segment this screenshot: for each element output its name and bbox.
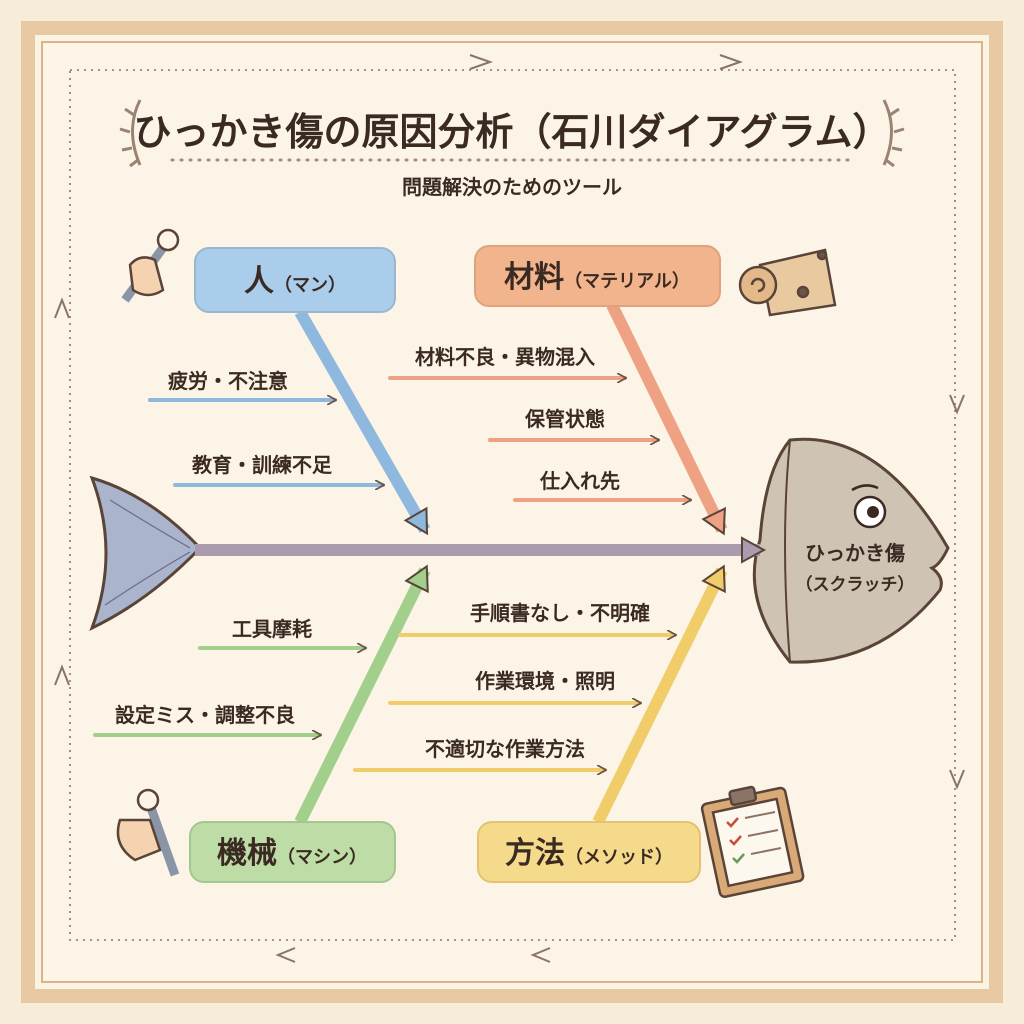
wrench-hand-icon	[121, 228, 180, 303]
category-material-label: 材料	[504, 260, 564, 295]
laurel-right-icon	[882, 99, 905, 168]
cause-material-supplier: 仕入れ先	[539, 469, 620, 493]
cause-material-storage: 保管状態	[524, 407, 605, 431]
svg-text:方法（メソッド）: 方法（メソッド）	[505, 836, 673, 871]
cause-machine-tool-wear: 工具摩耗	[232, 617, 312, 641]
svg-text:人（マン）: 人（マン）	[244, 264, 346, 299]
wrench-machine-icon	[116, 788, 180, 877]
svg-text:機械（マシン）: 機械（マシン）	[217, 836, 367, 871]
bone-material-arrow	[606, 302, 728, 536]
cause-material-defect: 材料不良・異物混入	[415, 345, 595, 369]
arrow-left-icon	[530, 947, 551, 963]
svg-text:材料（マテリアル）: 材料（マテリアル）	[504, 260, 690, 295]
arrow-up-icon	[54, 664, 70, 686]
arrow-right-icon	[469, 54, 494, 70]
cause-man-training: 教育・訓練不足	[192, 453, 333, 477]
bone-machine-arrow	[294, 564, 431, 825]
cause-method-improper: 不適切な作業方法	[425, 737, 585, 761]
cause-machine-setting: 設定ミス・調整不良	[115, 703, 295, 727]
category-man-sublabel: （マン）	[274, 275, 346, 296]
arrow-down-icon	[949, 394, 965, 415]
category-method-sublabel: （メソッド）	[565, 847, 673, 868]
bone-method-arrow	[592, 564, 728, 825]
laurel-left-icon	[119, 99, 142, 168]
subtitle: 問題解決のためのツール	[402, 175, 622, 199]
effect-label: ひっかき傷	[805, 541, 905, 565]
border-cycle-arrows	[54, 54, 965, 963]
category-machine-sublabel: （マシン）	[277, 847, 367, 868]
clipboard-checklist-icon	[700, 785, 805, 899]
category-material: 材料（マテリアル）	[474, 245, 721, 307]
effect-sublabel: （スクラッチ）	[796, 574, 915, 595]
category-machine-label: 機械	[217, 836, 277, 871]
cause-man-fatigue: 疲労・不注意	[168, 369, 288, 393]
cause-method-environment: 作業環境・照明	[475, 669, 615, 693]
cause-method-procedure: 手順書なし・不明確	[470, 601, 650, 625]
arrow-up-icon	[54, 297, 70, 319]
category-machine: 機械（マシン）	[189, 821, 396, 883]
category-man: 人（マン）	[194, 247, 396, 313]
material-roll-icon	[738, 248, 837, 317]
category-method: 方法（メソッド）	[477, 821, 701, 883]
arrow-right-icon	[719, 54, 744, 70]
fish-tail	[89, 475, 203, 631]
page-title: ひっかき傷の原因分析（石川ダイアグラム）	[134, 110, 891, 154]
category-material-sublabel: （マテリアル）	[564, 271, 690, 292]
arrow-down-icon	[949, 769, 965, 790]
category-method-label: 方法	[505, 836, 565, 871]
border-dotted-cycle	[69, 69, 956, 941]
arrow-left-icon	[275, 947, 296, 963]
bone-man-arrow	[294, 309, 431, 536]
category-man-label: 人	[244, 264, 274, 299]
